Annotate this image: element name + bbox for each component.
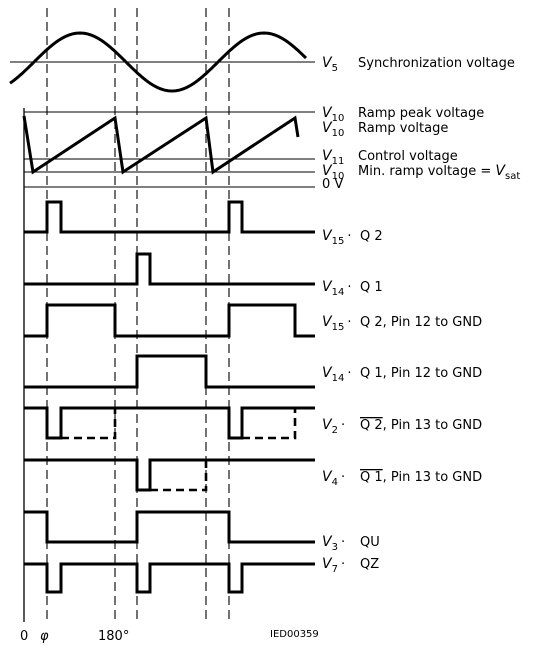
signal-label-zero: 0 V [322,177,343,192]
signal-desc-v10a: Ramp peak voltage [358,106,484,121]
ramp-levels [24,111,315,188]
signal-desc-v3: QU [360,535,380,550]
v15-q2-wave [24,200,315,234]
signal-label-v5: V5 [322,55,338,74]
signal-label-v10b: V10 [322,120,344,139]
signal-desc-v5: Synchronization voltage [358,56,515,71]
axis-label-zero: 0 [20,629,28,644]
signal-label-v14a: V14· [322,279,351,298]
v10-ramp-wave [22,115,300,175]
signal-desc-v10c: Min. ramp voltage = Vsat [358,163,520,182]
signal-desc-v2: Q 2, Pin 13 to GND [360,418,482,433]
v3-qu-wave [24,510,315,544]
signal-label-v10c: V10 [322,163,344,182]
signal-desc-v14b: Q 1, Pin 12 to GND [360,366,482,381]
v15-q2-pin12-wave [24,303,315,338]
signal-label-v7: V7· [322,556,345,575]
axis-label-180: 180° [98,629,129,644]
v14-q1-wave [24,252,315,286]
v7-qz-wave [24,562,315,594]
v4-q1bar-pin13-wave [24,458,315,492]
v14-q1-pin12-wave [24,354,315,389]
signal-desc-v7: QZ [360,557,379,572]
signal-label-v14b: V14· [322,365,351,384]
v2-q2bar-pin13-wave [24,406,315,440]
signal-desc-v15a: Q 2 [360,229,383,244]
signal-label-v10a: V10 [322,105,344,124]
v4-dashed-extension [150,460,208,492]
signal-desc-v4: Q 1, Pin 13 to GND [360,470,482,485]
signal-label-v15a: V15· [322,228,351,247]
signal-label-v4: V4· [322,469,345,488]
signal-label-v15b: V15· [322,314,351,333]
reference-code: IED00359 [270,629,319,640]
signal-desc-v11: Control voltage [358,149,458,164]
signal-label-v2: V2· [322,417,345,436]
v5-sine-wave [9,31,308,93]
v2-dashed-extension [61,408,297,440]
signal-desc-v10b: Ramp voltage [358,121,448,136]
signal-label-v3: V3· [322,534,345,553]
signal-desc-v15b: Q 2, Pin 12 to GND [360,315,482,330]
signal-desc-v14a: Q 1 [360,280,383,295]
signal-label-v11: V11 [322,148,344,167]
axis-label-phi: φ [40,629,49,644]
